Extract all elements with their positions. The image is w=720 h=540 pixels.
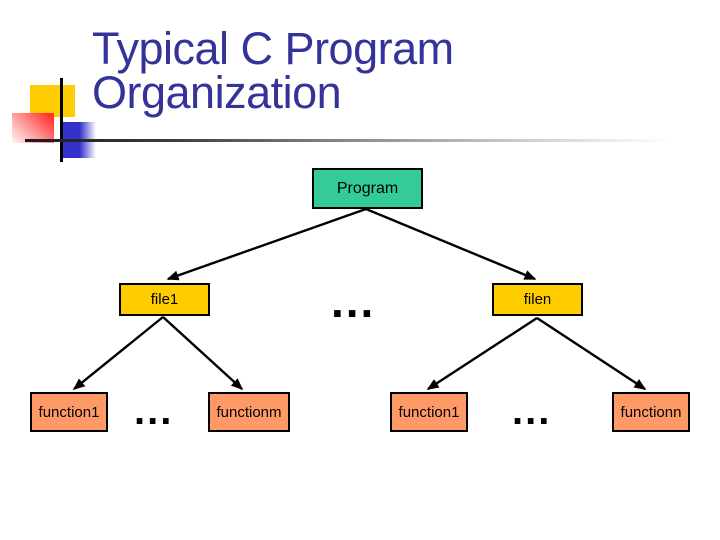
right-functions-ellipsis: ... <box>512 389 552 433</box>
slide-title: Typical C Program Organization <box>92 23 652 118</box>
tree-node-file1: file1 <box>119 283 210 316</box>
title-underline-rule <box>25 139 685 142</box>
tree-node-functionn-label: functionn <box>620 403 682 421</box>
tree-node-filen: filen <box>492 283 583 316</box>
arrow-program-to-file1 <box>166 207 367 281</box>
decor-vertical-line <box>60 78 63 162</box>
left-functions-ellipsis: ... <box>134 389 174 433</box>
tree-node-functionn: functionn <box>612 392 690 432</box>
arrow-file1-to-functionm <box>162 316 244 391</box>
arrow-filen-to-function1 <box>426 316 538 391</box>
arrow-program-to-filen <box>365 207 537 281</box>
tree-node-program-label: Program <box>336 179 399 197</box>
tree-node-filen-label: filen <box>523 291 552 308</box>
decor-yellow-square <box>30 85 75 117</box>
slide-title-line1: Typical C Program <box>92 23 454 74</box>
tree-node-function1-left-label: function1 <box>38 403 100 421</box>
tree-node-function1-left: function1 <box>30 392 108 432</box>
arrow-file1-to-function1 <box>72 316 164 390</box>
tree-node-functionm: functionm <box>208 392 290 432</box>
arrow-filen-to-functionn <box>536 316 647 391</box>
slide-title-line2: Organization <box>92 67 342 118</box>
files-ellipsis: ... <box>331 275 376 327</box>
tree-node-function1-right-label: function1 <box>398 403 460 421</box>
tree-node-file1-label: file1 <box>150 291 179 308</box>
tree-node-functionm-label: functionm <box>216 403 282 421</box>
tree-node-function1-right: function1 <box>390 392 468 432</box>
tree-node-program: Program <box>312 168 423 209</box>
decor-red-square <box>12 113 54 143</box>
